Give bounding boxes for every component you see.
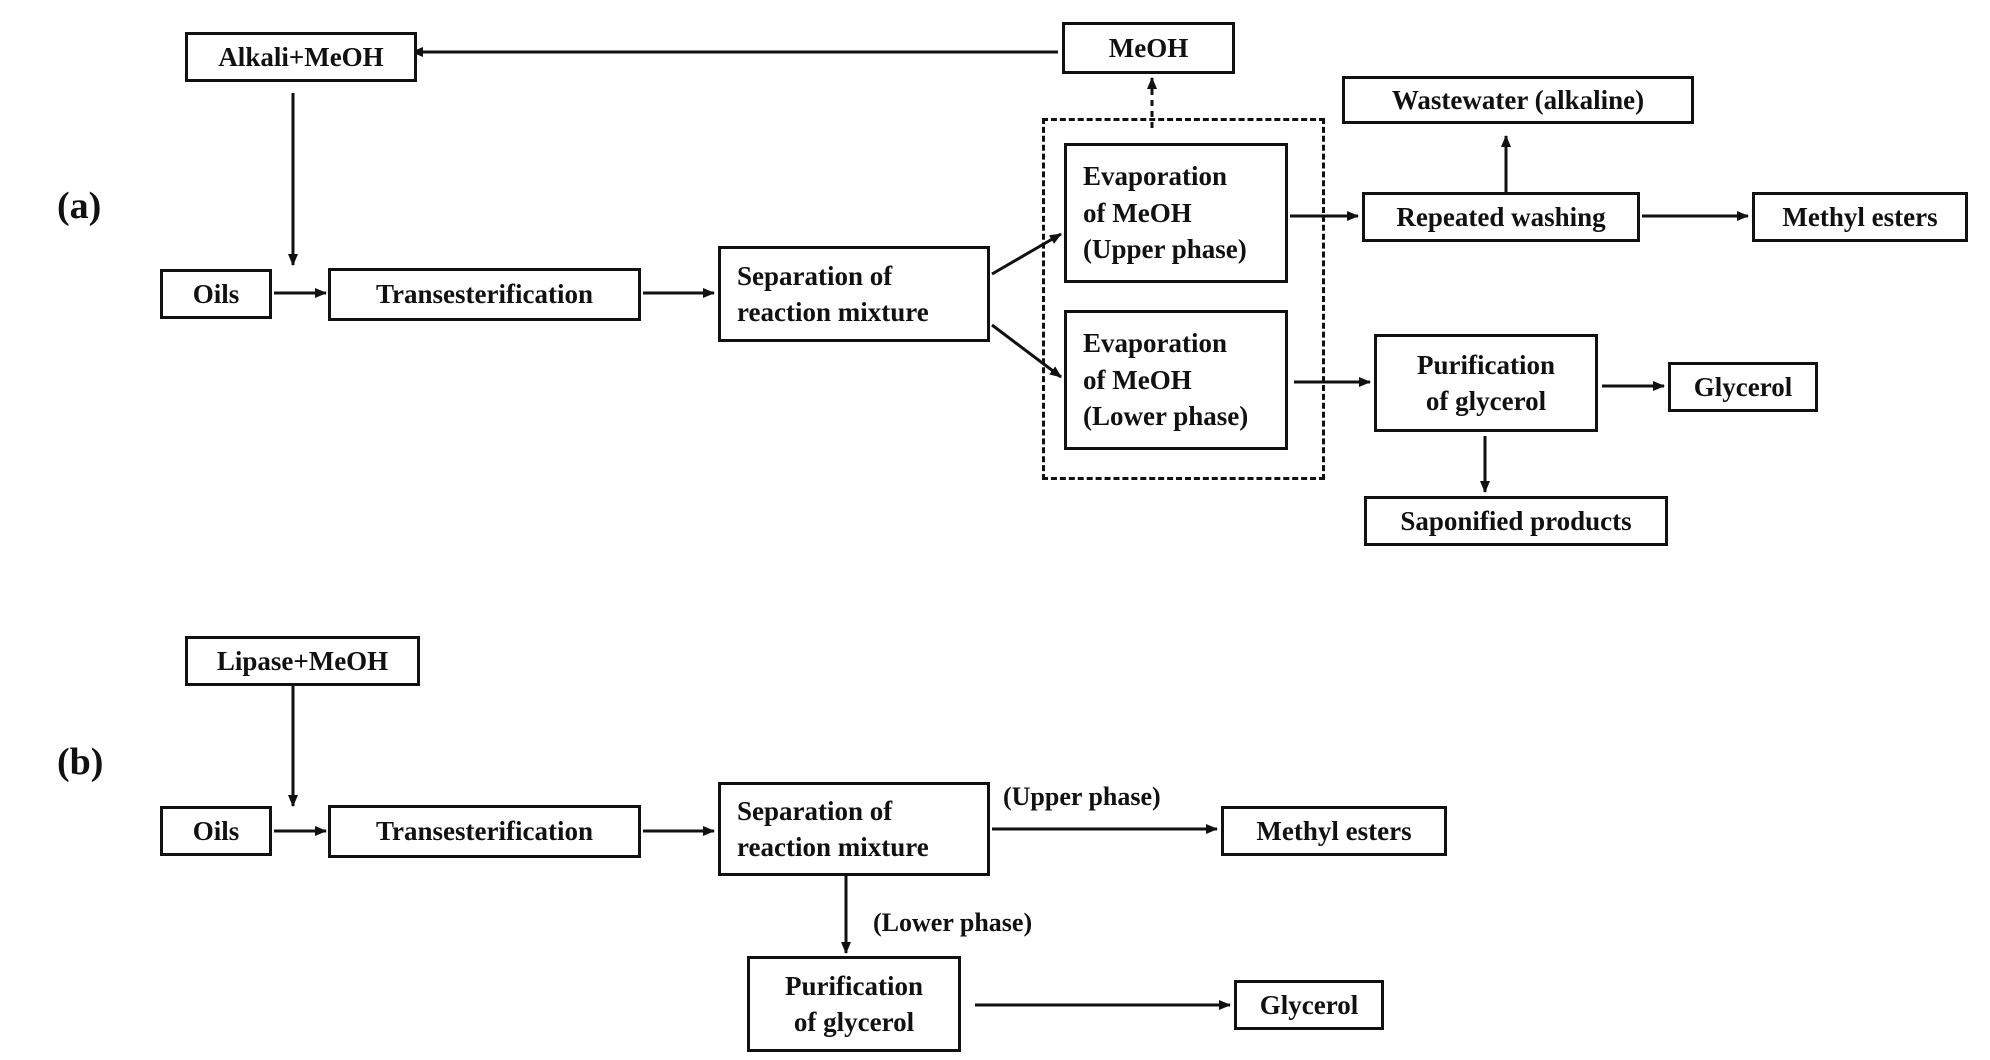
panel-b-label: (b) (57, 741, 104, 783)
lipase-meoh-box: Lipase+MeOH (185, 636, 420, 686)
transesterification-box-b: Transesterification (328, 805, 641, 858)
alkali-meoh-box: Alkali+MeOH (185, 32, 417, 82)
oils-box-a: Oils (160, 269, 272, 319)
evaporation-upper-box: Evaporation of MeOH (Upper phase) (1064, 143, 1288, 283)
wastewater-box: Wastewater (alkaline) (1342, 76, 1694, 124)
separation-box-a: Separation of reaction mixture (718, 246, 990, 342)
transesterification-box-a: Transesterification (328, 268, 641, 321)
glycerol-box-a: Glycerol (1668, 362, 1818, 412)
arrow-separation-to-evap-upper (991, 232, 1062, 276)
saponified-products-box: Saponified products (1364, 496, 1668, 546)
purification-box-a: Purification of glycerol (1374, 334, 1598, 432)
methyl-esters-box-a: Methyl esters (1752, 192, 1968, 242)
arrow-separation-to-evap-lower (991, 323, 1062, 379)
repeated-washing-box: Repeated washing (1362, 192, 1640, 242)
oils-box-b: Oils (160, 806, 272, 856)
evaporation-lower-box: Evaporation of MeOH (Lower phase) (1064, 310, 1288, 450)
meoh-box: MeOH (1062, 22, 1235, 74)
lower-phase-label: (Lower phase) (873, 908, 1033, 937)
purification-box-b: Purification of glycerol (747, 956, 961, 1052)
panel-a-label: (a) (57, 185, 102, 227)
methyl-esters-box-b: Methyl esters (1221, 806, 1447, 856)
upper-phase-label: (Upper phase) (1003, 782, 1161, 811)
evaporation-group-outline (1042, 118, 1325, 480)
glycerol-box-b: Glycerol (1234, 980, 1384, 1030)
separation-box-b: Separation of reaction mixture (718, 782, 990, 876)
